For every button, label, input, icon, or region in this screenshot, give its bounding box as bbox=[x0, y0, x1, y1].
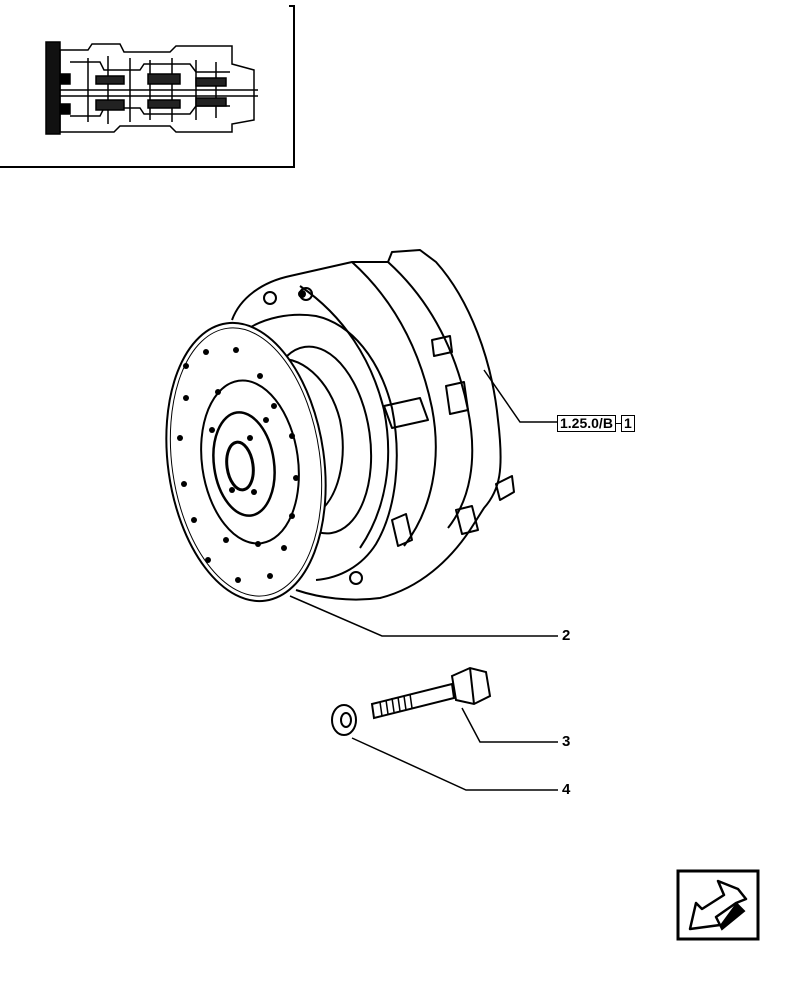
callout-3: 3 bbox=[562, 733, 571, 750]
clutch-disc bbox=[165, 321, 327, 603]
washer bbox=[331, 704, 357, 736]
next-page-arrow-icon[interactable] bbox=[676, 869, 760, 941]
inset-thumbnail bbox=[0, 5, 295, 168]
callout-4: 4 bbox=[562, 781, 571, 798]
callout-2: 2 bbox=[562, 627, 571, 644]
leader-lines bbox=[289, 369, 558, 791]
reference-code: 1.25.0/B bbox=[557, 414, 616, 432]
bolt bbox=[370, 666, 492, 720]
reference-separator bbox=[615, 422, 621, 424]
reference-sheet: 1 bbox=[620, 414, 635, 432]
reference-link[interactable]: 1.25.0/B 1 bbox=[557, 414, 635, 432]
clutch-assembly bbox=[231, 249, 515, 601]
